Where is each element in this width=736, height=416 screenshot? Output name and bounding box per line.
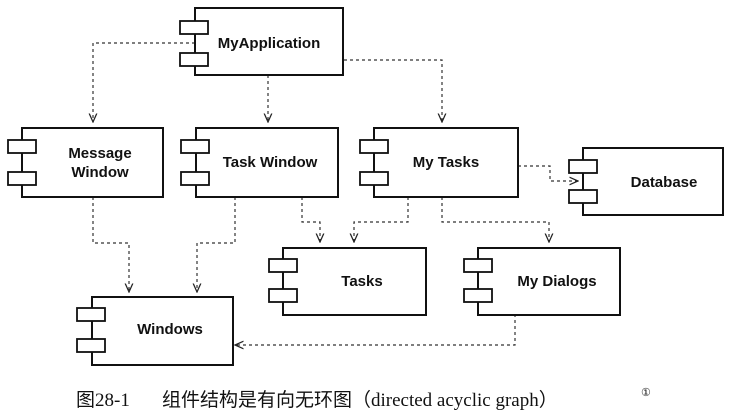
windows-label: Windows bbox=[137, 321, 203, 338]
component-windows: Windows bbox=[76, 296, 234, 366]
component-tab-icon bbox=[359, 171, 389, 186]
component-myapplication: MyApplication bbox=[179, 7, 344, 76]
component-task-window: Task Window bbox=[180, 127, 339, 198]
dep-my-tasks-to-tasks bbox=[354, 197, 409, 242]
component-my-dialogs: My Dialogs bbox=[463, 247, 621, 316]
dep-my-tasks-to-database bbox=[518, 165, 578, 181]
message-window-label-line1: Message bbox=[68, 145, 131, 162]
dependency-arrows bbox=[92, 42, 578, 345]
dep-my-dialogs-to-windows bbox=[235, 314, 516, 345]
myapplication-label: MyApplication bbox=[218, 35, 321, 52]
dep-message-window-to-windows bbox=[92, 197, 129, 292]
component-tab-icon bbox=[268, 258, 298, 273]
component-tab-icon bbox=[76, 307, 106, 322]
tasks-label: Tasks bbox=[341, 273, 382, 290]
component-tab-icon bbox=[7, 171, 37, 186]
component-tab-icon bbox=[268, 288, 298, 303]
component-tab-icon bbox=[179, 20, 209, 35]
component-tab-icon bbox=[568, 159, 598, 174]
dep-my-tasks-to-my-dialogs bbox=[441, 197, 549, 242]
component-tab-icon bbox=[359, 139, 389, 154]
caption-number: 图28-1 bbox=[76, 390, 130, 411]
component-tab-icon bbox=[180, 139, 210, 154]
component-tab-icon bbox=[568, 189, 598, 204]
component-tab-icon bbox=[463, 258, 493, 273]
dep-myapp-to-message-window bbox=[93, 42, 195, 122]
component-tab-icon bbox=[463, 288, 493, 303]
my-dialogs-label: My Dialogs bbox=[517, 273, 596, 290]
caption-text: 组件结构是有向无环图（directed acyclic graph） bbox=[162, 389, 558, 411]
figure-caption: 图28-1 组件结构是有向无环图（directed acyclic graph）… bbox=[76, 387, 651, 411]
dep-task-window-to-windows bbox=[197, 197, 236, 292]
component-message-window: Message Window bbox=[7, 127, 164, 198]
dep-task-window-to-tasks bbox=[301, 197, 320, 242]
task-window-label: Task Window bbox=[223, 154, 318, 171]
component-my-tasks: My Tasks bbox=[359, 127, 519, 198]
caption-footnote-mark: ① bbox=[641, 387, 651, 399]
component-tab-icon bbox=[76, 338, 106, 353]
component-tab-icon bbox=[7, 139, 37, 154]
my-tasks-label: My Tasks bbox=[413, 154, 479, 171]
component-tasks: Tasks bbox=[268, 247, 427, 316]
component-tab-icon bbox=[180, 171, 210, 186]
component-tab-icon bbox=[179, 52, 209, 67]
dep-myapp-to-my-tasks bbox=[344, 59, 442, 122]
database-label: Database bbox=[631, 174, 698, 191]
message-window-label-line2: Window bbox=[71, 164, 129, 181]
component-database: Database bbox=[568, 147, 724, 216]
